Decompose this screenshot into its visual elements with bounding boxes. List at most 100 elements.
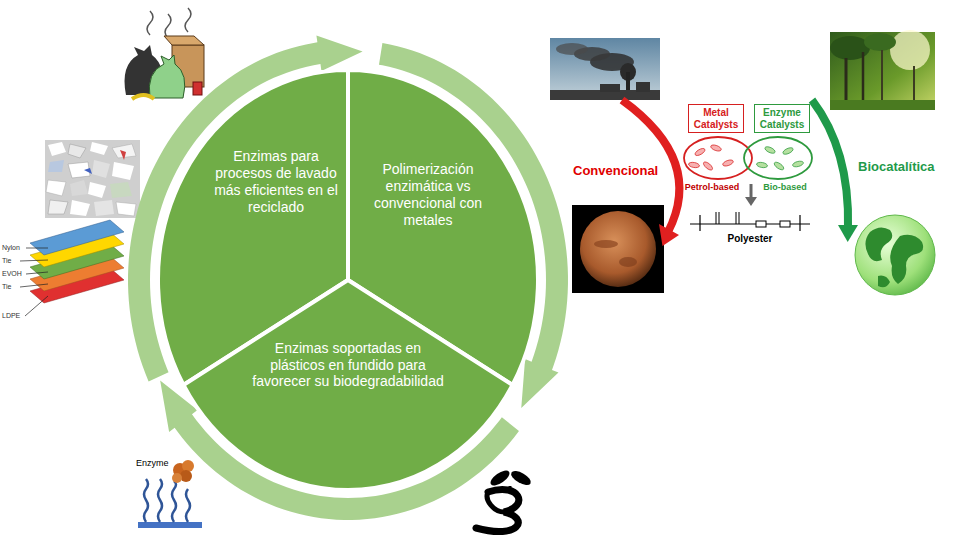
annotation-label: LDPE	[2, 312, 20, 320]
continent	[865, 227, 892, 261]
flake	[48, 200, 68, 214]
catalyst-box: Enzyme Catalysts	[754, 104, 810, 133]
annotation-label: Petrol-based	[685, 182, 740, 192]
arrow-head	[659, 224, 679, 246]
catalyst-bead	[756, 162, 768, 169]
backbone	[690, 223, 810, 224]
biocatalytic-arrow	[812, 100, 858, 242]
odor-line	[165, 14, 171, 38]
annotation-label: Nylon	[2, 244, 20, 252]
annotation-label: Biocatalítica	[858, 160, 935, 175]
flake	[90, 142, 108, 155]
catalyst-bead	[702, 161, 714, 172]
arrow-head	[838, 225, 858, 242]
annotation-label: Convencional	[573, 164, 658, 179]
flake	[48, 142, 66, 156]
sky	[550, 38, 660, 100]
forest-photo	[830, 30, 935, 110]
trash-icon	[125, 8, 205, 99]
catalyst-venn	[684, 137, 812, 179]
catalyst-bead	[722, 159, 734, 167]
cycle-sector: Enzimas soportadas en plásticos en fundi…	[158, 70, 538, 490]
polymer-chain	[172, 481, 176, 522]
catalyst-bead	[792, 160, 804, 168]
odor-line	[185, 8, 191, 32]
flake	[116, 202, 136, 216]
sector-fill	[183, 280, 512, 490]
logo-leaf	[509, 468, 533, 488]
polyester-structure	[690, 212, 810, 231]
polymer-chain	[144, 479, 148, 522]
reaction-arrow	[745, 184, 757, 206]
enzyme-blob	[180, 470, 192, 482]
enzyme-blob	[182, 460, 194, 472]
metal-catalyst-set	[684, 137, 752, 179]
annotation-label: Tie	[2, 257, 11, 265]
leader-line	[20, 260, 48, 261]
photo-ground	[45, 140, 140, 218]
flake	[94, 200, 114, 216]
continent	[890, 235, 923, 284]
flake	[110, 182, 132, 198]
earth-globe	[855, 215, 935, 295]
flake	[112, 162, 134, 180]
box-flap	[164, 36, 204, 45]
sector-shape	[158, 70, 538, 490]
flake	[84, 168, 92, 174]
catalyst-bead	[694, 147, 706, 157]
building	[636, 82, 650, 92]
catalyst-bead	[782, 146, 794, 155]
grass	[830, 100, 935, 110]
annotation-label: Bio-based	[763, 182, 807, 192]
factory-photo	[550, 38, 660, 100]
monomer-unit	[756, 221, 766, 227]
enzyme-blob	[172, 473, 182, 483]
flake	[88, 182, 106, 198]
flake	[70, 180, 88, 196]
mars-planet	[580, 211, 656, 287]
arrow-shaft	[812, 100, 848, 228]
flake	[92, 160, 110, 178]
catalyst-bead	[773, 161, 785, 171]
shredded-plastic-photo	[45, 140, 140, 218]
surface	[138, 522, 202, 528]
logo-stroke	[487, 492, 504, 512]
monomer-unit	[780, 221, 790, 227]
polymer-chain	[186, 489, 190, 522]
leader-line	[26, 248, 48, 249]
arrow-shaft	[750, 184, 753, 198]
sector-text: Enzimas soportadas en plásticos en fundi…	[246, 340, 450, 390]
leader-line	[26, 272, 48, 274]
catalyst-bead	[710, 144, 722, 152]
enzyme-surface-icon	[138, 460, 202, 528]
smoke	[556, 43, 588, 55]
cup	[193, 82, 202, 95]
arrow-head	[745, 197, 757, 206]
bracket	[699, 215, 700, 231]
double-bond	[719, 212, 720, 224]
film-layer	[30, 220, 124, 255]
logo-stroke	[476, 490, 519, 532]
bracket	[799, 215, 800, 231]
space	[572, 205, 664, 293]
building	[600, 84, 620, 92]
green-bag	[149, 55, 185, 98]
earth-icon	[855, 215, 935, 295]
sector-text: Enzimas para procesos de lavado más efic…	[207, 148, 345, 215]
flake	[120, 150, 126, 160]
mars-photo	[572, 205, 664, 293]
multilayer-film	[20, 220, 124, 316]
logo-stem	[509, 486, 512, 494]
annotation-label: Enzyme	[136, 458, 169, 468]
surface-feature	[619, 257, 637, 267]
continent	[878, 276, 890, 288]
annotation-label: Polyester	[727, 233, 772, 245]
double-bond	[739, 212, 740, 224]
annotation-label: Tie	[2, 283, 11, 291]
banana-peel	[132, 95, 154, 99]
polymer-chain	[158, 479, 162, 522]
logo-leaf	[488, 468, 512, 489]
flake	[68, 144, 86, 158]
sunlight	[890, 30, 930, 70]
